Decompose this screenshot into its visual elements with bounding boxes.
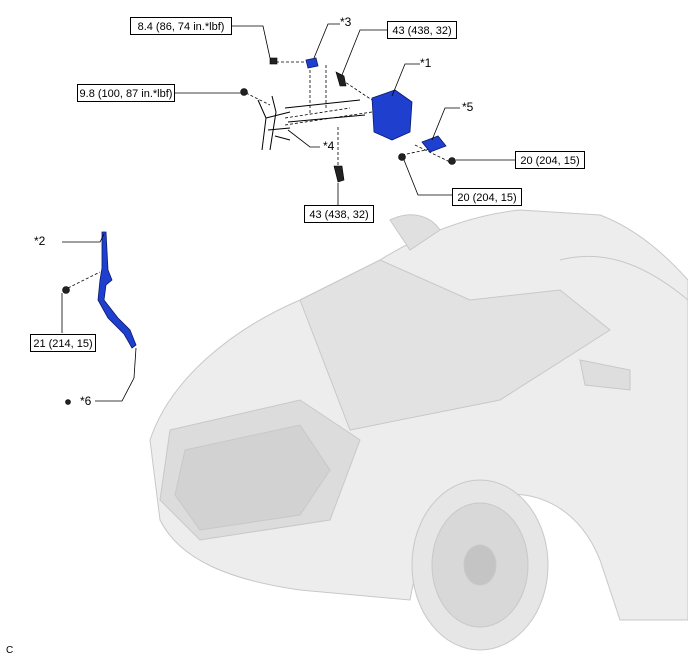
- alignment-lines: [67, 61, 451, 289]
- nut-3: [448, 157, 456, 165]
- nut-1: [240, 88, 248, 96]
- torque-spec-bracket-nut: 20 (204, 15): [452, 188, 522, 206]
- callout-3: *3: [340, 15, 352, 29]
- torque-spec-dipstick-bolt: 21 (214, 15): [30, 334, 96, 352]
- fasteners: [62, 57, 456, 405]
- bullet-6: [65, 399, 71, 405]
- bolt-1: [269, 57, 278, 65]
- nut-4: [62, 286, 70, 294]
- part-2-shape: [97, 231, 137, 349]
- callout-1: *1: [420, 56, 432, 70]
- callout-4: *4: [323, 139, 335, 153]
- torque-spec-left-nut: 9.8 (100, 87 in.*lbf): [77, 84, 175, 102]
- part-5-shape: [421, 135, 447, 153]
- torque-spec-right-nut: 20 (204, 15): [515, 151, 585, 169]
- leader-lines: [61, 23, 515, 402]
- torque-spec-lower-bolt: 43 (438, 32): [304, 205, 374, 223]
- part-3-shape: [305, 57, 319, 69]
- nut-2: [398, 153, 406, 161]
- torque-spec-upper-bolt: 43 (438, 32): [387, 21, 457, 39]
- highlighted-parts: [97, 57, 447, 349]
- torque-spec-upper-bracket-bolt: 8.4 (86, 74 in.*lbf): [130, 17, 232, 35]
- bolt-2: [335, 71, 347, 87]
- callout-5: *5: [462, 100, 474, 114]
- callout-2: *2: [34, 234, 46, 248]
- bracket-outline: [257, 95, 366, 151]
- part-1-shape: [371, 89, 413, 141]
- figure-code: C: [6, 645, 14, 656]
- vehicle-illustration: [149, 209, 688, 651]
- bolt-3: [333, 165, 345, 183]
- callout-6: *6: [80, 394, 92, 408]
